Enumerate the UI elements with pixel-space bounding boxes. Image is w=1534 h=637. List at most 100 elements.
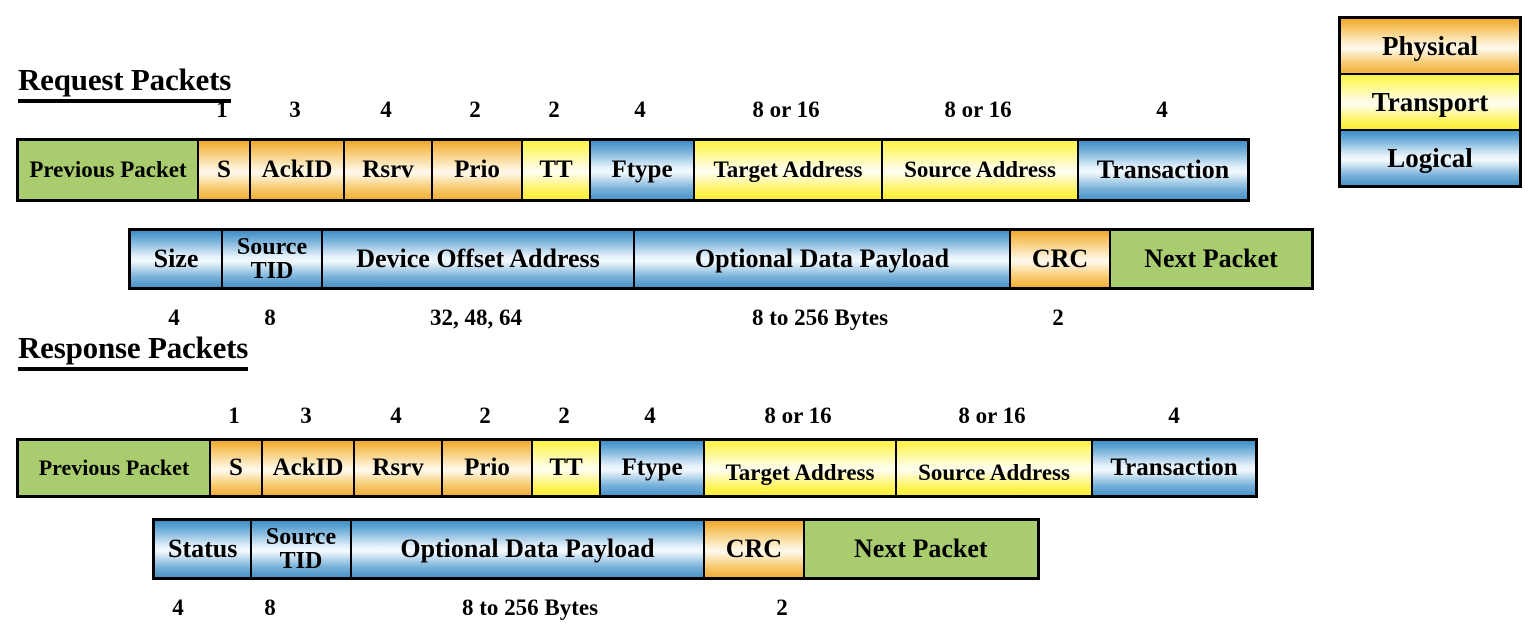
size-label-response-s: 1 [228,403,240,428]
size-label-response-status: 4 [172,595,184,620]
protocol-layer-legend: Physical Transport Logical [1338,16,1522,188]
field-label: Optional Data Payload [400,533,655,563]
request-payload-row: Size Source TID Device Offset Address Op… [128,228,1314,290]
field-source-tid[interactable]: Source TID [252,521,352,577]
legend-item-label: Transport [1371,86,1489,117]
field-label: Rsrv [372,454,424,482]
legend-item-logical[interactable]: Logical [1341,131,1519,185]
size-label-request-s: 1 [216,97,228,122]
size-label-response-prio: 2 [479,403,491,428]
field-prio[interactable]: Prio [443,441,533,495]
legend-item-label: Physical [1381,30,1478,61]
field-label: Size [153,243,199,273]
field-label: AckID [261,156,333,184]
field-crc[interactable]: CRC [1011,231,1111,287]
field-label: Target Address [725,460,875,486]
field-size[interactable]: Size [131,231,223,287]
field-source-address[interactable]: Source Address [883,141,1079,199]
field-target-address[interactable]: Target Address [695,141,883,199]
field-label: Prio [464,454,510,482]
field-label: S [229,454,243,482]
size-label-request-ackid: 3 [289,97,301,122]
response-packets-heading: Response Packets [18,330,248,371]
field-label: Ftype [611,156,673,184]
field-optional-data-payload[interactable]: Optional Data Payload [351,521,706,577]
field-device-offset-address[interactable]: Device Offset Address [323,231,635,287]
field-label: Source TID [265,523,337,574]
field-label: Next Packet [1144,243,1278,273]
field-crc[interactable]: CRC [705,521,805,577]
size-label-request-transaction: 4 [1156,97,1168,122]
size-label-request-size: 4 [168,305,180,330]
field-ackid[interactable]: AckID [263,441,355,495]
size-label-request-payload: 8 to 256 Bytes [751,305,889,330]
field-ftype[interactable]: Ftype [601,441,705,495]
field-label: Source TID [236,233,308,284]
size-label-request-crc: 2 [1052,305,1064,330]
field-ackid[interactable]: AckID [251,141,345,199]
field-next-packet[interactable]: Next Packet [1111,231,1311,287]
size-label-request-target: 8 or 16 [752,97,820,122]
field-s[interactable]: S [199,141,251,199]
size-label-response-source: 8 or 16 [958,403,1026,428]
size-label-request-source: 8 or 16 [944,97,1012,122]
legend-item-physical[interactable]: Physical [1341,19,1519,75]
size-label-response-ackid: 3 [300,403,312,428]
size-label-response-rsrv: 4 [390,403,402,428]
field-s[interactable]: S [211,441,263,495]
size-label-request-rsrv: 4 [380,97,392,122]
field-source-address[interactable]: Source Address [897,441,1093,495]
field-label: AckID [272,454,344,482]
field-label: Ftype [621,454,683,482]
field-label: Source Address [904,157,1056,183]
field-label: S [217,156,231,184]
size-label-request-ftype: 4 [634,97,646,122]
size-label-request-device-offset: 32, 48, 64 [430,305,522,330]
size-label-request-prio: 2 [469,97,481,122]
request-header-row: Previous Packet S AckID Rsrv Prio TT Fty… [16,138,1250,202]
field-label: Transaction [1096,154,1230,184]
field-source-tid[interactable]: Source TID [223,231,323,287]
field-label: Prio [454,156,500,184]
size-label-response-ftype: 4 [644,403,656,428]
field-target-address[interactable]: Target Address [705,441,897,495]
field-transaction[interactable]: Transaction [1079,141,1247,199]
field-previous-packet[interactable]: Previous Packet [19,441,211,495]
field-label: TT [539,156,573,184]
field-label: Previous Packet [38,454,190,480]
size-label-request-tt: 2 [548,97,560,122]
field-label: Source Address [918,460,1070,486]
size-label-response-source-tid: 8 [264,595,276,620]
field-tt[interactable]: TT [533,441,601,495]
size-label-response-transaction: 4 [1168,403,1180,428]
field-rsrv[interactable]: Rsrv [345,141,433,199]
field-previous-packet[interactable]: Previous Packet [19,141,199,199]
size-label-response-payload: 8 to 256 Bytes [461,595,599,620]
field-status[interactable]: Status [155,521,253,577]
field-ftype[interactable]: Ftype [591,141,695,199]
size-label-response-tt: 2 [558,403,570,428]
field-label: Target Address [713,157,863,183]
field-label: Device Offset Address [356,243,600,273]
field-label: Previous Packet [29,157,187,183]
field-label: Optional Data Payload [694,243,950,273]
field-label: CRC [1031,243,1089,273]
field-label: CRC [725,533,783,563]
legend-item-transport[interactable]: Transport [1341,75,1519,131]
field-prio[interactable]: Prio [433,141,523,199]
size-label-response-crc: 2 [776,595,788,620]
legend-item-label: Logical [1387,142,1473,173]
field-rsrv[interactable]: Rsrv [355,441,443,495]
field-label: Status [167,533,238,563]
field-optional-data-payload[interactable]: Optional Data Payload [635,231,1011,287]
field-label: Rsrv [362,156,414,184]
size-label-response-target: 8 or 16 [764,403,832,428]
response-payload-row: Status Source TID Optional Data Payload … [152,518,1040,580]
field-next-packet[interactable]: Next Packet [804,521,1037,577]
request-packets-heading-text: Request Packets [18,62,231,103]
field-tt[interactable]: TT [523,141,591,199]
field-label: Transaction [1110,454,1238,482]
response-header-row: Previous Packet S AckID Rsrv Prio TT Fty… [16,438,1258,498]
field-transaction[interactable]: Transaction [1093,441,1255,495]
